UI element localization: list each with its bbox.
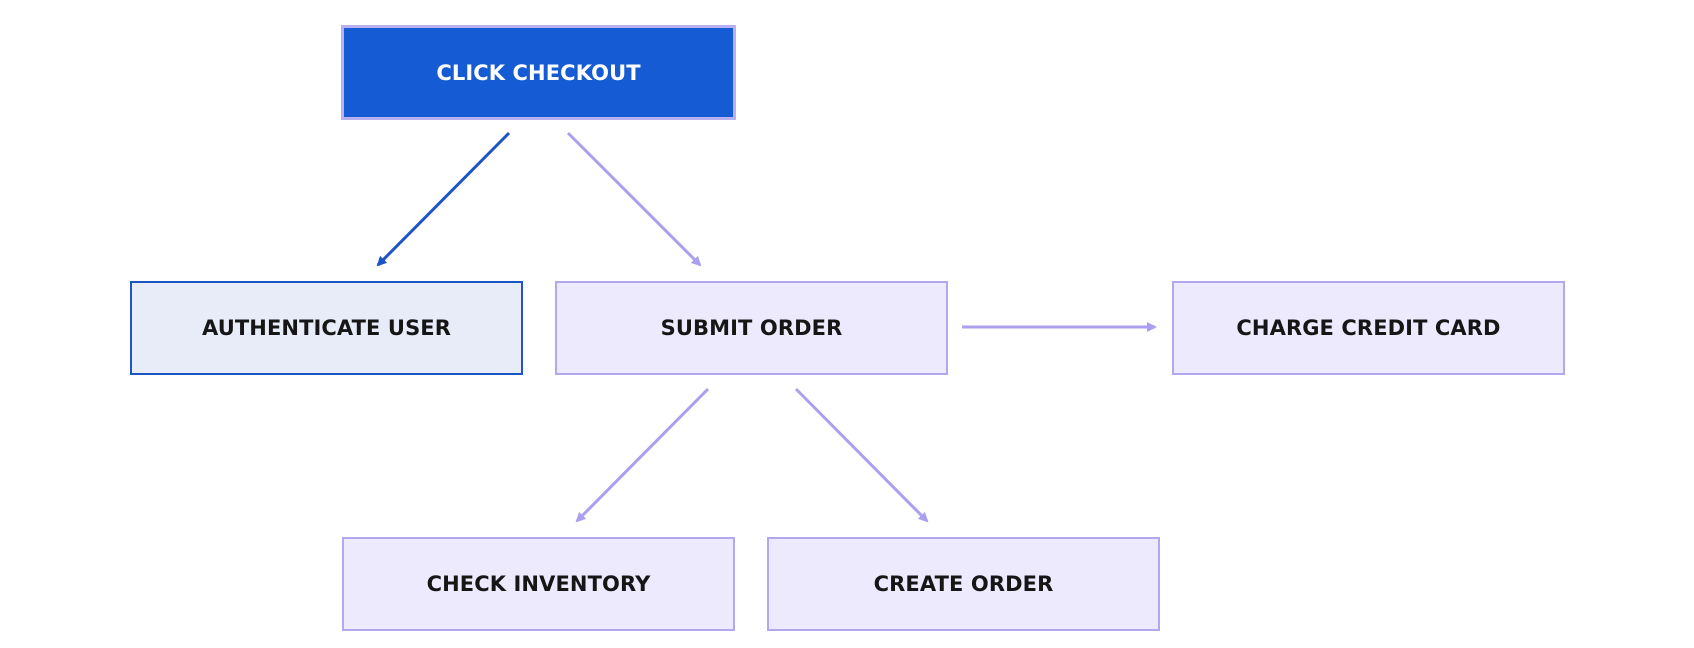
node-submit-order: SUBMIT ORDER (555, 281, 948, 375)
node-check-inventory: CHECK INVENTORY (342, 537, 735, 631)
edge-submit-to-create (794, 387, 929, 523)
edge-checkout-to-authenticate (376, 131, 511, 267)
node-charge-credit-card: CHARGE CREDIT CARD (1172, 281, 1565, 375)
node-authenticate-user-label: AUTHENTICATE USER (201, 316, 452, 340)
node-check-inventory-label: CHECK INVENTORY (426, 572, 651, 596)
node-create-order-label: CREATE ORDER (873, 572, 1054, 596)
node-click-checkout: CLICK CHECKOUT (341, 25, 736, 120)
edge-submit-to-inventory (575, 387, 710, 523)
node-submit-order-label: SUBMIT ORDER (660, 316, 843, 340)
node-authenticate-user: AUTHENTICATE USER (130, 281, 523, 375)
node-charge-credit-card-label: CHARGE CREDIT CARD (1236, 316, 1501, 340)
edge-checkout-to-submit (566, 131, 702, 267)
node-create-order: CREATE ORDER (767, 537, 1160, 631)
node-click-checkout-label: CLICK CHECKOUT (436, 60, 641, 85)
